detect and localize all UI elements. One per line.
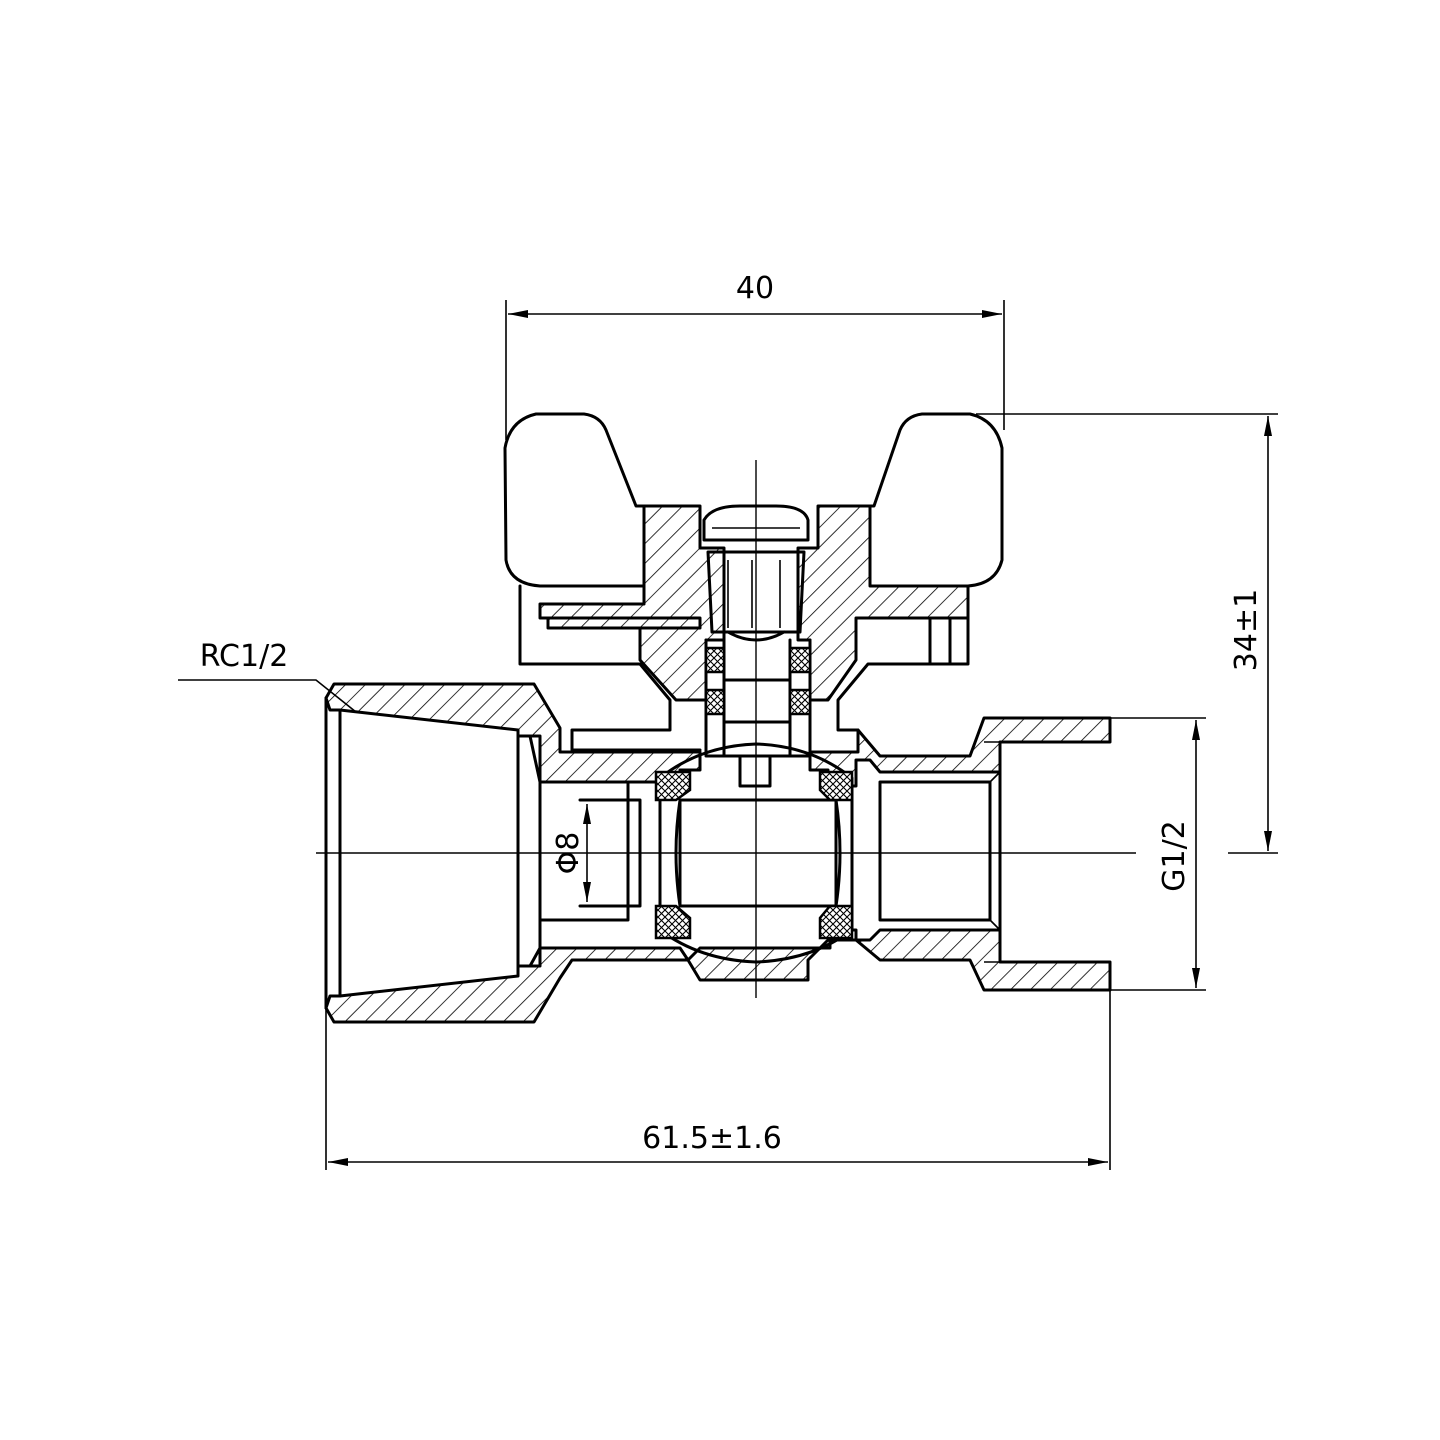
dim-bore-label: Φ8 (551, 832, 586, 875)
dimension-width (505, 300, 1005, 440)
valve-body (324, 682, 1112, 1024)
butterfly-handle (503, 412, 1004, 752)
dim-length-label: 61.5±1.6 (642, 1121, 782, 1156)
dimension-height (976, 413, 1278, 854)
stem-assembly (704, 638, 812, 788)
dim-outlet-thread-label: G1/2 (1157, 820, 1192, 892)
dim-height-label: 34±1 (1229, 589, 1264, 671)
leader-inlet-thread (178, 679, 357, 713)
dimension-length (325, 990, 1111, 1170)
dim-inlet-thread-label: RC1/2 (200, 639, 289, 674)
dim-width-label: 40 (736, 271, 774, 306)
dimension-outlet-thread (1110, 717, 1206, 991)
center-lines (316, 460, 1136, 998)
ball-assembly (654, 742, 854, 964)
